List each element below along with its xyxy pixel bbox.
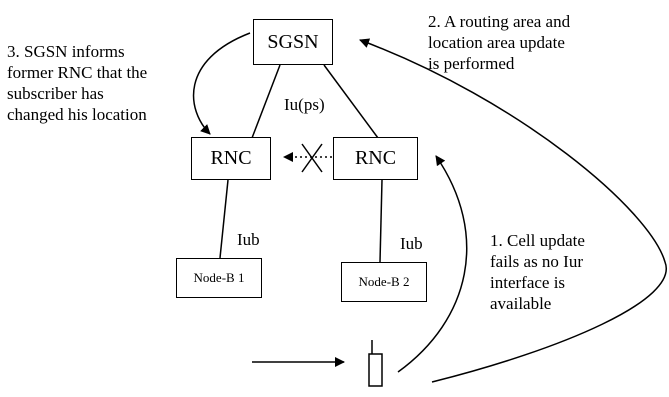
annotation-step3: 3. SGSN informs former RNC that the subs… <box>7 42 148 124</box>
cross-icon <box>301 143 323 173</box>
iub-right-label: Iub <box>400 234 423 253</box>
link-sgsn-rnc-left <box>251 64 281 139</box>
arrow-step3 <box>192 32 251 135</box>
link-sgsn-rnc-right <box>323 64 379 139</box>
mobile-phone-icon <box>368 340 383 387</box>
link-rnc-right-nodeb2 <box>379 179 383 263</box>
annotation-step2: 2. A routing area and location area upda… <box>428 12 571 73</box>
nodeb2-node: Node-B 2 <box>341 262 427 302</box>
annotation-step1: 1. Cell update fails as no Iur interface… <box>490 231 585 313</box>
arrow-step2 <box>359 38 668 383</box>
rnc-left-node: RNC <box>191 137 271 180</box>
arrow-step1 <box>397 155 468 373</box>
nodeb1-node: Node-B 1 <box>176 258 262 298</box>
iu-ps-label: Iu(ps) <box>284 95 325 114</box>
iub-left-label: Iub <box>237 230 260 249</box>
rnc-right-node: RNC <box>333 137 418 180</box>
link-rnc-left-nodeb1 <box>219 179 229 259</box>
sgsn-node: SGSN <box>253 19 333 65</box>
